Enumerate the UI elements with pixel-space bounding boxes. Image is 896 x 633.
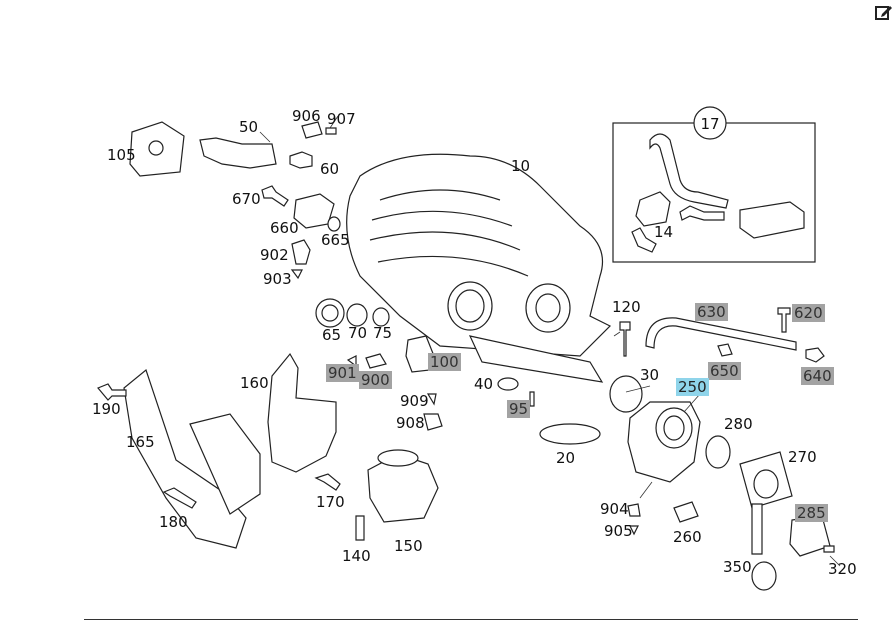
label-75: 75 bbox=[373, 324, 393, 342]
clip-903 bbox=[290, 269, 303, 280]
label-65: 65 bbox=[322, 326, 342, 344]
label-630[interactable]: 630 bbox=[695, 303, 728, 321]
label-140: 140 bbox=[342, 547, 371, 565]
label-70: 70 bbox=[348, 324, 368, 342]
hose-630 bbox=[645, 317, 797, 351]
bolt-170 bbox=[314, 473, 341, 491]
label-285[interactable]: 285 bbox=[795, 504, 828, 522]
label-120: 120 bbox=[612, 298, 641, 316]
label-320: 320 bbox=[828, 560, 857, 578]
seal-665 bbox=[327, 216, 341, 232]
connector-908 bbox=[423, 413, 443, 431]
clamp-40 bbox=[497, 377, 519, 391]
ring-70 bbox=[346, 303, 368, 327]
bracket-160 bbox=[267, 352, 337, 473]
fitting-640 bbox=[805, 347, 825, 363]
label-260: 260 bbox=[673, 528, 702, 546]
label-170: 170 bbox=[316, 493, 345, 511]
label-30: 30 bbox=[640, 366, 660, 384]
label-905: 905 bbox=[604, 522, 633, 540]
pipe-350 bbox=[751, 503, 763, 555]
label-909: 909 bbox=[400, 392, 429, 410]
label-670: 670 bbox=[232, 190, 261, 208]
label-20: 20 bbox=[556, 449, 576, 467]
label-280: 280 bbox=[724, 415, 753, 433]
label-660: 660 bbox=[270, 219, 299, 237]
bottom-rule bbox=[84, 619, 858, 620]
bolt-320 bbox=[823, 545, 835, 553]
label-165: 165 bbox=[126, 433, 155, 451]
label-100[interactable]: 100 bbox=[428, 353, 461, 371]
label-904: 904 bbox=[600, 500, 629, 518]
hose-17-small bbox=[679, 205, 725, 221]
o-ring-280 bbox=[705, 435, 731, 469]
connector-900 bbox=[365, 353, 387, 369]
label-180: 180 bbox=[159, 513, 188, 531]
hose-17 bbox=[649, 133, 729, 209]
gasket-30 bbox=[609, 375, 643, 413]
valve-17 bbox=[739, 201, 805, 239]
label-60: 60 bbox=[320, 160, 340, 178]
label-150: 150 bbox=[394, 537, 423, 555]
label-270: 270 bbox=[788, 448, 817, 466]
pin-95 bbox=[529, 391, 535, 407]
connector-902 bbox=[291, 239, 311, 265]
connector-906 bbox=[301, 121, 323, 139]
valve-14 bbox=[635, 191, 671, 227]
clip-901 bbox=[346, 355, 357, 368]
bolt-120 bbox=[619, 321, 631, 357]
label-105: 105 bbox=[107, 146, 136, 164]
group-17-label: 17 bbox=[700, 115, 719, 133]
label-640[interactable]: 640 bbox=[801, 367, 834, 385]
screw-907 bbox=[325, 127, 337, 135]
label-50: 50 bbox=[239, 118, 259, 136]
label-901[interactable]: 901 bbox=[326, 364, 359, 382]
plug-60 bbox=[289, 151, 313, 169]
clip-905 bbox=[629, 525, 639, 536]
label-907: 907 bbox=[327, 110, 356, 128]
elbow-14 bbox=[631, 227, 657, 253]
label-908: 908 bbox=[396, 414, 425, 432]
label-665: 665 bbox=[321, 231, 350, 249]
bolt-670 bbox=[261, 185, 289, 207]
label-900[interactable]: 900 bbox=[359, 371, 392, 389]
label-14: 14 bbox=[654, 223, 674, 241]
bolt-140 bbox=[355, 515, 365, 541]
label-906: 906 bbox=[292, 107, 321, 125]
bolt-620 bbox=[777, 307, 791, 333]
bolt-190 bbox=[97, 383, 127, 401]
seal-20 bbox=[539, 423, 601, 445]
bracket-165 bbox=[123, 368, 247, 549]
label-95[interactable]: 95 bbox=[507, 400, 531, 418]
label-10: 10 bbox=[511, 157, 531, 175]
o-ring-75 bbox=[372, 307, 390, 327]
group-17-circle bbox=[693, 106, 727, 140]
clip-650 bbox=[717, 343, 733, 357]
label-40: 40 bbox=[474, 375, 494, 393]
clip-260 bbox=[673, 501, 699, 523]
connector-904 bbox=[627, 503, 641, 517]
bolt-180 bbox=[162, 487, 197, 509]
label-650[interactable]: 650 bbox=[708, 362, 741, 380]
label-190: 190 bbox=[92, 400, 121, 418]
label-902: 902 bbox=[260, 246, 289, 264]
clip-909 bbox=[426, 393, 437, 406]
label-250[interactable]: 250 bbox=[676, 378, 709, 396]
label-620[interactable]: 620 bbox=[792, 304, 825, 322]
injector-50 bbox=[199, 137, 277, 169]
edit-icon[interactable] bbox=[874, 2, 894, 22]
label-903: 903 bbox=[263, 270, 292, 288]
label-350: 350 bbox=[723, 558, 752, 576]
label-160: 160 bbox=[240, 374, 269, 392]
